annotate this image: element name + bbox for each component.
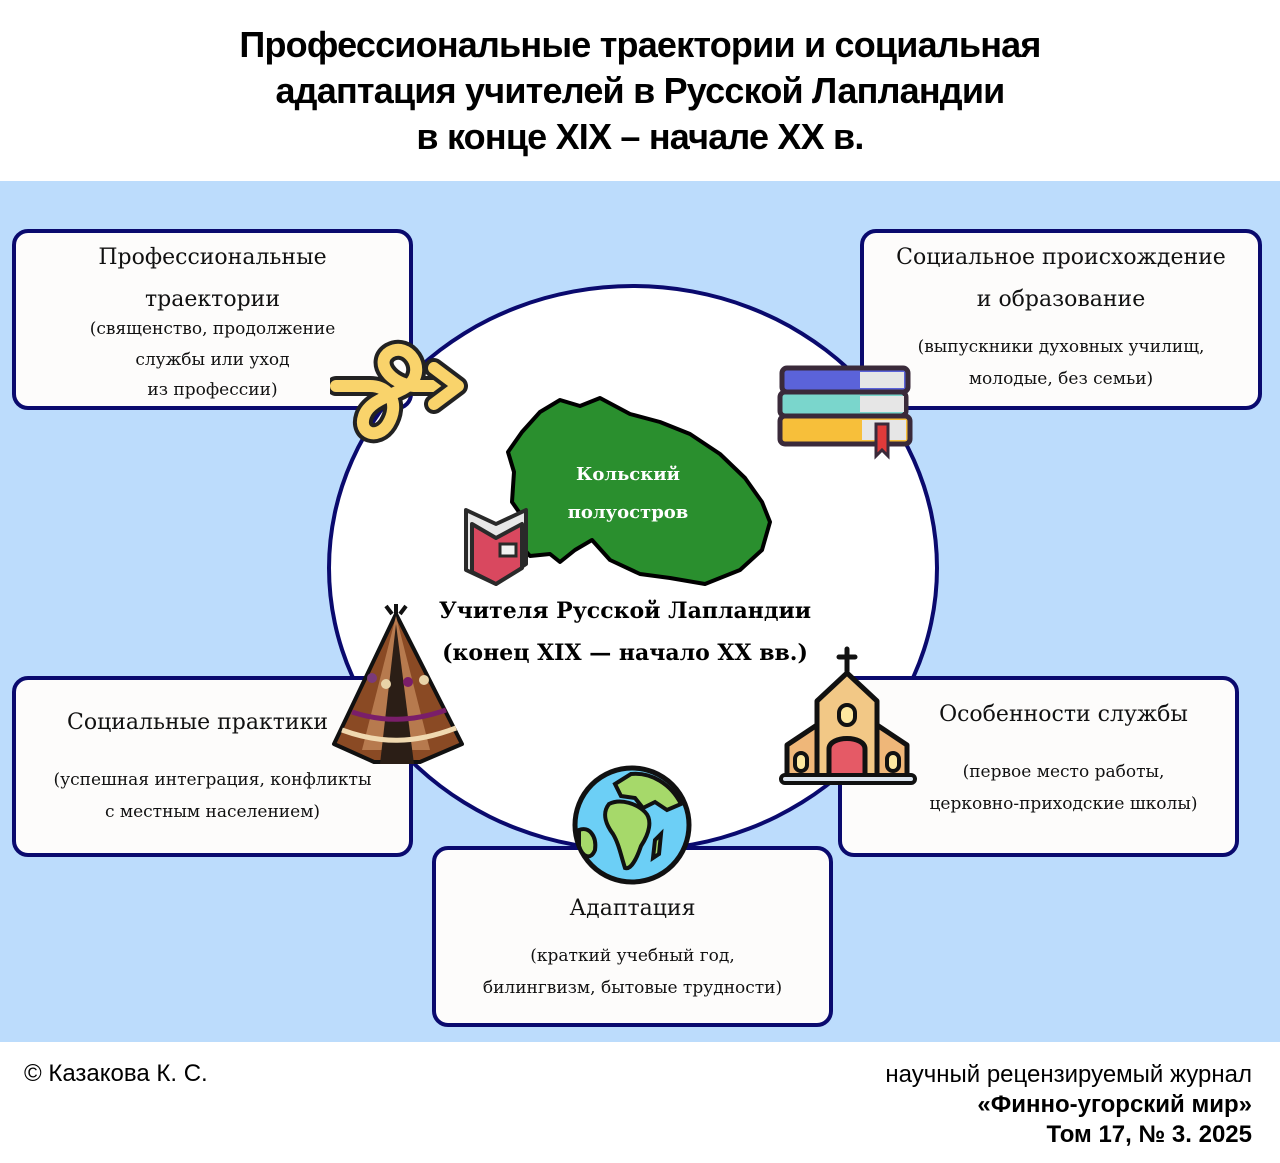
journal-name: «Финно-угорский мир» xyxy=(977,1091,1252,1118)
card-service-features: Особенности службы (первое место работы,… xyxy=(838,676,1239,857)
card-details: (краткий учебный год, билингвизм, бытовы… xyxy=(482,946,783,998)
card-heading: Социальные практики xyxy=(66,710,328,735)
card-heading: Особенности службы xyxy=(939,702,1188,727)
center-title: Учителя Русской Лапландии (конец XIX — н… xyxy=(438,598,812,666)
journal-issue: Том 17, № 3. 2025 xyxy=(1046,1121,1252,1148)
card-details: (священство, продолжение службы или уход… xyxy=(89,319,336,400)
card-details: (успешная интеграция, конфликты с местны… xyxy=(53,770,372,822)
title-line-3: в конце XIX – начале XX в. xyxy=(416,116,864,157)
card-details: (первое место работы, церковно-приходски… xyxy=(929,762,1198,814)
infographic-title: Профессиональные траектории и социальная… xyxy=(0,22,1280,160)
copyright: © Казакова К. С. xyxy=(24,1060,208,1087)
card-social-practices: Социальные практики (успешная интеграция… xyxy=(12,676,413,857)
map-label: Кольский полуостров xyxy=(567,464,689,523)
title-line-1: Профессиональные траектории и социальная xyxy=(239,24,1041,65)
journal-description: научный рецензируемый журнал xyxy=(885,1061,1252,1088)
card-heading: Профессиональные траектории xyxy=(98,245,327,312)
card-professional-trajectories: Профессиональные траектории (священство,… xyxy=(12,229,413,410)
card-heading: Адаптация xyxy=(569,896,696,921)
church-icon xyxy=(779,646,917,785)
card-details: (выпускники духовных училищ, молодые, бе… xyxy=(917,337,1205,389)
journal-info: научный рецензируемый журнал «Финно-угор… xyxy=(885,1060,1252,1150)
books-stack-icon xyxy=(777,365,913,460)
curly-arrow-icon xyxy=(330,339,468,444)
tent-icon xyxy=(332,604,464,764)
card-heading: Социальное происхождение и образование xyxy=(896,245,1226,312)
title-line-2: адаптация учителей в Русской Лапландии xyxy=(275,70,1005,111)
open-book-icon xyxy=(464,508,528,586)
card-social-origin-education: Социальное происхождение и образование (… xyxy=(860,229,1262,410)
globe-icon xyxy=(572,765,692,885)
